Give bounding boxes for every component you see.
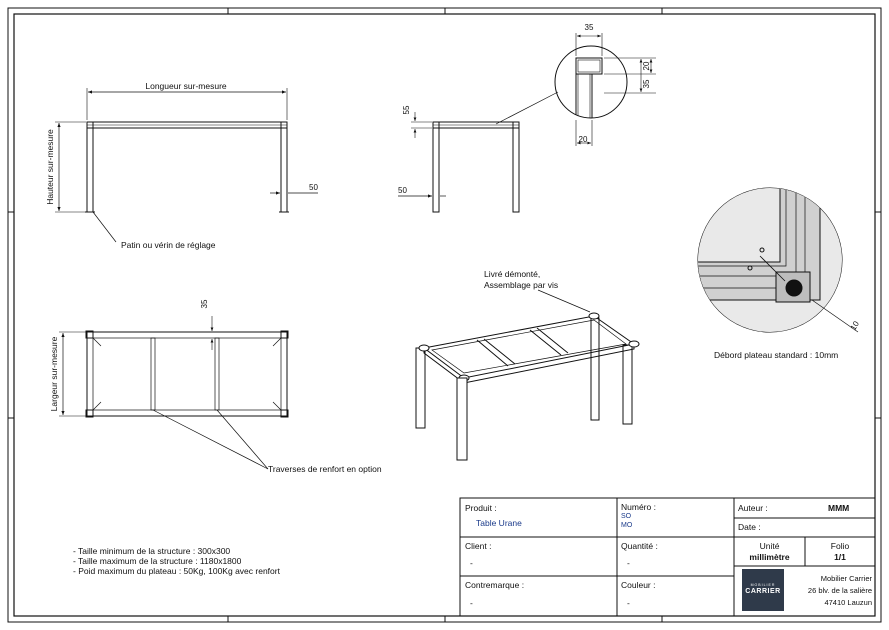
note-item: - Taille minimum de la structure : 300x3…	[73, 546, 231, 556]
logo-big-text: CARRIER	[745, 588, 781, 595]
sheet-frame	[7, 7, 882, 623]
number-value-so: SO	[621, 513, 632, 520]
side-leg-dim: 50	[398, 186, 407, 195]
front-leg-dim: 50	[309, 183, 318, 192]
unit-label: Unité	[759, 541, 780, 551]
side-top-dim: 55	[402, 105, 411, 114]
detail-h1-dim: 20	[642, 61, 651, 70]
contremarque-value: -	[470, 598, 473, 608]
top-view	[59, 316, 289, 470]
quantity-label: Quantité :	[621, 541, 658, 551]
product-label: Produit :	[465, 503, 497, 513]
isometric-view	[415, 289, 640, 461]
color-value: -	[627, 598, 630, 608]
contremarque-label: Contremarque :	[465, 580, 525, 590]
folio-label: Folio	[830, 541, 850, 551]
number-label: Numéro :	[621, 502, 656, 512]
corner-detail-view	[697, 187, 859, 333]
company-name: Mobilier Carrier	[820, 574, 872, 583]
corner-dim: 10	[849, 319, 862, 332]
height-label: Hauteur sur-mesure	[45, 129, 55, 205]
company-city: 47410 Lauzun	[824, 598, 872, 607]
corner-caption: Débord plateau standard : 10mm	[714, 350, 838, 360]
assembly-note-1: Livré démonté,	[484, 269, 540, 279]
top-rail-dim: 35	[200, 299, 209, 308]
client-label: Client :	[465, 541, 492, 551]
color-label: Couleur :	[621, 580, 656, 590]
assembly-note-2: Assemblage par vis	[484, 280, 558, 290]
front-view	[55, 88, 318, 243]
top-width-label: Largeur sur-mesure	[49, 336, 59, 411]
author-value: MMM	[828, 503, 850, 513]
note-item: - Poid maximum du plateau : 50Kg, 100Kg …	[73, 566, 280, 576]
logo-small-text: MOBILIER	[750, 583, 776, 587]
unit-value: millimètre	[749, 552, 790, 562]
foot-note: Patin ou vérin de réglage	[121, 240, 216, 250]
title-block-grid	[459, 497, 876, 617]
side-view	[398, 33, 656, 213]
company-address: 26 blv. de la salière	[807, 586, 872, 595]
quantity-value: -	[627, 558, 630, 568]
company-logo: MOBILIER CARRIER	[742, 569, 784, 611]
structure-notes: - Taille minimum de la structure : 300x3…	[73, 546, 280, 576]
crossbar-note: Traverses de renfort en option	[268, 464, 382, 474]
detail-h2-dim: 35	[642, 79, 651, 88]
product-value: Table Urane	[476, 518, 522, 528]
number-value-mo: MO	[621, 522, 633, 529]
folio-value: 1/1	[834, 552, 846, 562]
note-item: - Taille maximum de la structure : 1180x…	[73, 556, 242, 566]
detail-width-dim: 35	[585, 23, 594, 32]
length-label: Longueur sur-mesure	[145, 81, 227, 91]
client-value: -	[470, 558, 473, 568]
detail-bottom-dim: 20	[579, 135, 588, 144]
author-label: Auteur :	[738, 503, 768, 513]
date-label: Date :	[738, 522, 761, 532]
